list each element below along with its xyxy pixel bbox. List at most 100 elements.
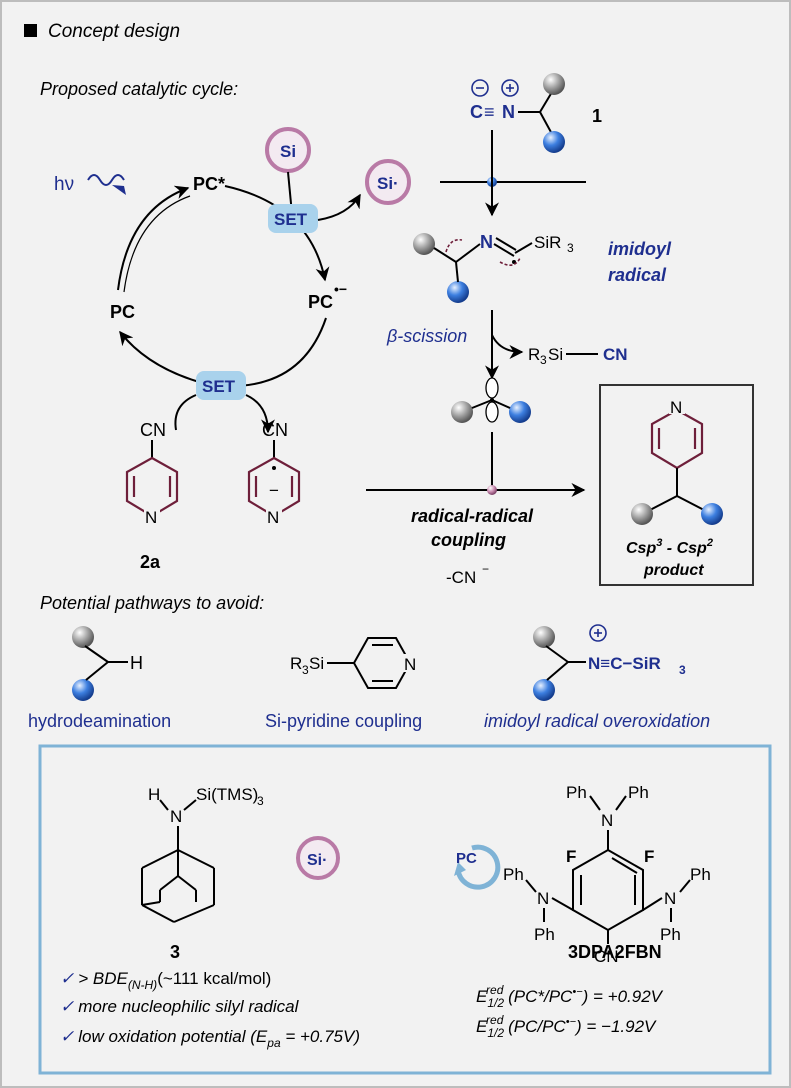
hv-wave [87,174,125,186]
anion-radical-dot [272,466,276,470]
si-radical-badge [365,159,411,205]
si-radical-arrow [317,193,361,221]
ox-plus-circle [589,624,607,642]
hv-label: hν [54,174,74,195]
potential-2: E1/2red (PC/PC•−) = −1.92V [476,1013,657,1040]
pc-badge-arrowhead [454,862,466,876]
f-right: F [644,847,654,866]
ox-bond-a [545,645,569,663]
set-label-bottom: SET [202,377,236,396]
product-bond-l [649,495,678,511]
potential-1: E1/2red (PC*/PC•−) = +0.92V [476,983,664,1010]
set-label-top: SET [274,210,308,229]
hydro-bond-a [84,645,109,663]
product-n: N [670,398,682,417]
pot2-rest: (PC/PC [503,1017,566,1036]
excitation-arrow [117,185,190,291]
ph-tl-bond [589,795,601,811]
anion-minus: − [269,481,279,500]
bullet-3-post: = +0.75V) [281,1027,360,1046]
ox-formula: N≡C−SiR [588,654,661,673]
product-gray-sphere [631,503,653,525]
product-box [599,384,754,586]
pyridine-2a-n: N [145,508,157,527]
imidoyl-n: N [480,232,493,252]
fbn-cn: CN [594,947,619,966]
iso-n: N [502,102,515,122]
iso-c: C [470,102,483,122]
pot1-sup: red [486,983,504,997]
pc-anion-charge: •− [334,281,347,297]
iso-triple-bond: ≡ [484,102,495,122]
product-sup2: 2 [706,537,713,549]
amine-si: Si(TMS) [196,785,258,804]
scission-curl-2 [499,257,521,266]
ph-top-right: Ph [628,783,649,802]
pyridine-anion-n: N [267,508,279,527]
ox-bond-b [546,661,569,681]
ph-right-up-bond [679,879,691,893]
hydro-gray-sphere [72,626,94,648]
product-blue-sphere [701,503,723,525]
si-reagent-badge [265,127,311,173]
imidoyl-siR3-sub: 3 [567,241,574,255]
alkyl-bond-a [471,399,493,409]
ph-left-down: Ph [534,925,555,944]
bullet-3-text: low oxidation potential (E [78,1027,268,1046]
bullet-1-check: ✓ [60,969,74,988]
pot2-end: ) = −1.92V [574,1017,657,1036]
sipy-n: N [404,655,416,674]
hydro-bond-b [85,661,109,681]
byproduct-si: Si [548,345,563,364]
ph-tr-bond [615,795,627,811]
hv-arrowhead [112,185,126,195]
imidoyl-label-2: radical [608,265,667,285]
sipy-sub3: 3 [302,663,309,677]
bullet-1-post: (~111 kcal/mol) [157,969,271,988]
imidoyl-gray-sphere [413,233,435,255]
ox-sub3: 3 [679,663,686,677]
minus-cn-charge: − [482,562,489,576]
adamantane [141,849,215,923]
set-badge-top [268,204,318,233]
hydro-blue-sphere [72,679,94,701]
bullet-3-check: ✓ [60,1027,74,1046]
ph-right-up: Ph [690,865,711,884]
bullet-2: ✓more nucleophilic silyl radical [60,997,300,1016]
product-csp-a: Csp [626,540,656,557]
f-left: F [566,847,576,866]
product-csp-b: - Csp [662,540,707,557]
imidoyl-double-2 [495,237,517,251]
fbn-db3 [611,857,638,874]
imidoyl-bond-b [455,261,459,283]
iso-gray-sphere [543,73,565,95]
alkyl-blue-sphere [509,401,531,423]
sipy-r: R [290,654,302,673]
bullet-3-sub: pa [266,1036,281,1050]
coupling-line-2: coupling [431,530,506,550]
pc-label: PC [110,302,135,322]
bullet-3: ✓low oxidation potential (Epa = +0.75V) [60,1027,360,1050]
product-csp: Csp3 - Csp2 [626,537,713,557]
bullet-1-sub: (N-H) [128,978,157,992]
iso-bond-up [539,91,553,113]
pot1-rest: (PC*/PC [503,987,573,1006]
compound-2a-label: 2a [140,552,161,572]
p-orbital-top [485,377,499,399]
compound-3-label: 3 [170,942,180,962]
amine-n: N [170,807,182,826]
bullet-2-check: ✓ [60,997,74,1016]
alkyl-gray-sphere [451,401,473,423]
catalyst-name: 3DPA2FBN [568,942,662,962]
bullet-1: ✓> BDE(N-H)(~111 kcal/mol) [60,969,271,992]
amine-hn-bond [159,799,169,811]
cn-anion: CN [262,420,288,440]
sipy-si: Si [309,654,324,673]
plus-charge-circle [501,79,519,97]
scission-curl-1 [445,238,463,253]
n-right: N [664,889,676,908]
bullet-1-text: > BDE [78,969,128,988]
ph-top-left: Ph [566,783,587,802]
pc-anion-label: PC [308,292,333,312]
imidoyl-bond-c [455,243,481,263]
